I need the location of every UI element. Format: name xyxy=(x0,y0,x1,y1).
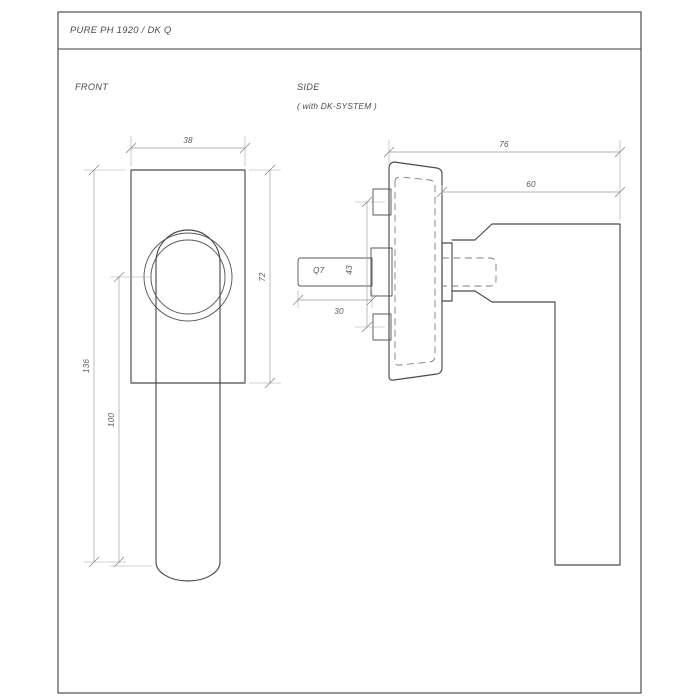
front-view-dimensions xyxy=(84,136,281,568)
sheet-title: PURE PH 1920 / DK Q xyxy=(70,24,172,35)
tick-front-lever-bottom xyxy=(113,556,125,568)
dim-label-front-total-height: 136 xyxy=(82,359,91,374)
front-view-label: FRONT xyxy=(75,82,109,92)
tick-front-lever-top xyxy=(113,271,125,283)
side-view-sublabel: ( with DK-SYSTEM ) xyxy=(297,101,377,111)
dim-label-spindle-size: 43 xyxy=(345,265,354,275)
tick-front-rosette-bottom xyxy=(264,377,276,389)
tick-side-depth-left xyxy=(383,146,395,158)
tick-front-width-left xyxy=(125,142,137,154)
side-spindle-shaft xyxy=(297,257,373,287)
dim-label-front-lever-height: 100 xyxy=(107,413,116,428)
tick-side-handle-right xyxy=(614,186,626,198)
side-view-label: SIDE xyxy=(297,82,320,92)
side-handle-body xyxy=(451,223,621,566)
dim-label-spindle-length: 30 xyxy=(334,307,344,316)
front-rosette-plate xyxy=(130,169,246,384)
front-view-geometry xyxy=(130,169,246,582)
sheet-frame xyxy=(57,11,642,694)
tick-front-rosette-top xyxy=(264,164,276,176)
dim-label-side-handle-depth: 60 xyxy=(526,180,536,189)
tick-side-handle-left xyxy=(436,186,448,198)
tick-side-spindle-len-right xyxy=(366,294,378,306)
side-view-geometry xyxy=(297,161,621,566)
dim-label-front-rosette-height: 72 xyxy=(258,272,267,282)
side-rosette-plate xyxy=(388,161,443,381)
side-neck-collar xyxy=(441,242,453,302)
tick-front-total-bottom xyxy=(88,556,100,568)
dim-label-side-depth: 76 xyxy=(499,140,509,149)
side-view-dimensions xyxy=(292,140,626,333)
front-neck-circle-outer xyxy=(143,232,233,322)
tick-front-total-top xyxy=(88,164,100,176)
drawing-text-layer: PURE PH 1920 / DK Q FRONT SIDE ( with DK… xyxy=(70,24,536,427)
spindle-label: Q7 xyxy=(313,266,325,275)
tick-side-spindle-len-left xyxy=(292,294,304,306)
dim-label-front-width: 38 xyxy=(183,136,193,145)
tick-side-spindle-bottom xyxy=(361,321,373,333)
tick-front-width-right xyxy=(239,142,251,154)
front-lever-body xyxy=(155,229,221,582)
tick-side-spindle-top xyxy=(361,196,373,208)
side-spindle-bore-hidden xyxy=(442,257,497,287)
front-neck-circle-inner xyxy=(150,239,226,315)
frame-outer-border xyxy=(57,11,642,694)
tick-side-depth-right xyxy=(614,146,626,158)
side-boss-middle xyxy=(370,247,393,297)
side-rosette-hidden-outline xyxy=(394,176,436,366)
